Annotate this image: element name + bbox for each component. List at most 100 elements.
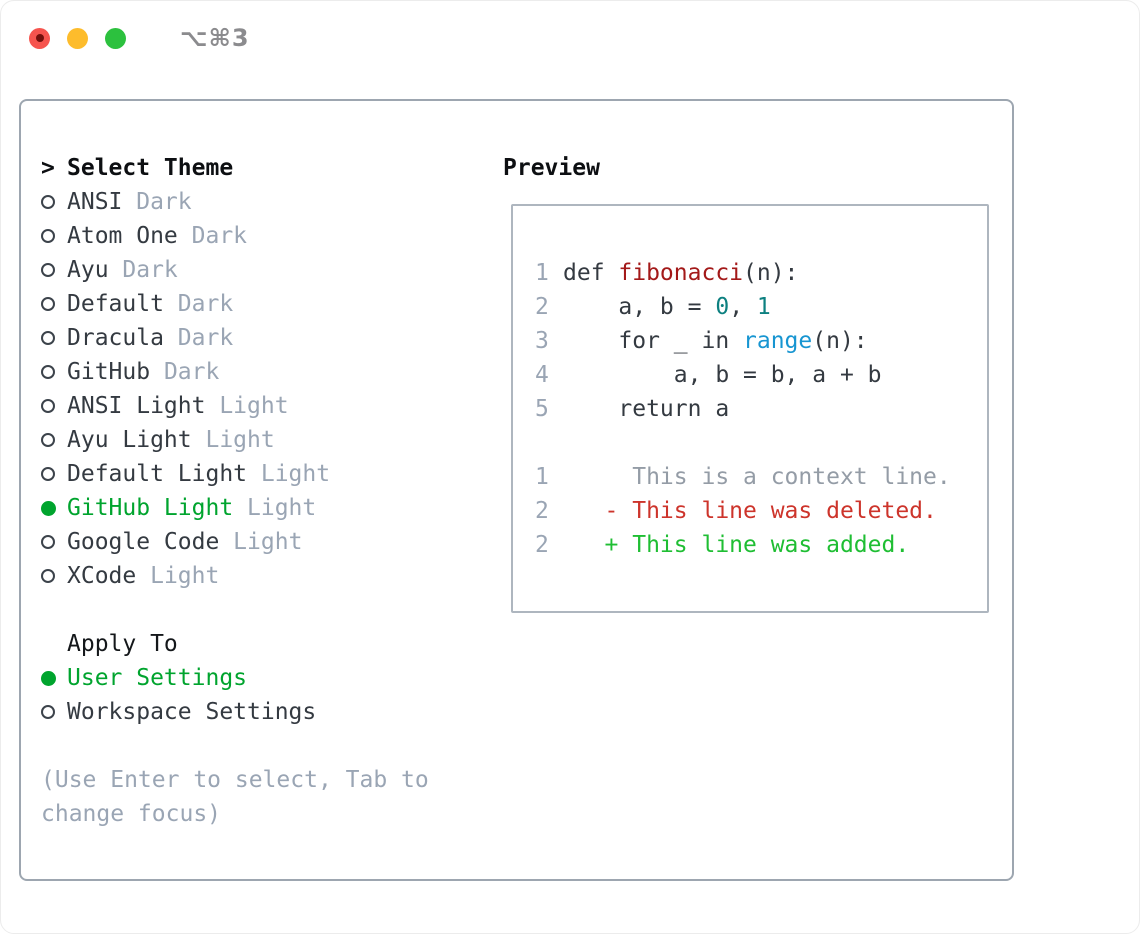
select-theme-heading: > Select Theme bbox=[41, 151, 503, 185]
theme-name: GitHub bbox=[67, 359, 151, 385]
radio-icon bbox=[41, 569, 55, 583]
hint-text: (Use Enter to select, Tab to change focus… bbox=[41, 763, 503, 831]
theme-variant: Light bbox=[136, 563, 220, 589]
theme-name: Dracula bbox=[67, 325, 164, 351]
code-line: 1 This is a context line. bbox=[535, 460, 977, 494]
theme-list-item[interactable]: ANSI Dark bbox=[41, 185, 503, 219]
radio-icon bbox=[41, 263, 55, 277]
theme-name: Atom One bbox=[67, 223, 178, 249]
theme-list-item[interactable]: ANSI Light Light bbox=[41, 389, 503, 423]
zoom-button[interactable] bbox=[105, 27, 126, 49]
apply-to-item[interactable]: User Settings bbox=[41, 661, 503, 695]
line-number: 2 bbox=[535, 498, 549, 524]
theme-variant: Dark bbox=[150, 359, 220, 385]
theme-variant: Dark bbox=[108, 257, 178, 283]
theme-list-item[interactable]: Ayu Dark bbox=[41, 253, 503, 287]
traffic-lights bbox=[29, 27, 126, 49]
theme-list-item[interactable]: Atom One Dark bbox=[41, 219, 503, 253]
theme-variant: Light bbox=[233, 495, 317, 521]
theme-list-item[interactable]: Default Dark bbox=[41, 287, 503, 321]
theme-list-item[interactable]: GitHub Light Light bbox=[41, 491, 503, 525]
theme-variant: Dark bbox=[122, 189, 192, 215]
code-line: 4 a, b = b, a + b bbox=[535, 358, 977, 392]
code-text: return a bbox=[563, 396, 730, 422]
theme-variant: Dark bbox=[177, 223, 248, 249]
titlebar: ⌥⌘3 bbox=[1, 1, 1139, 75]
line-number: 1 bbox=[535, 260, 549, 286]
radio-icon bbox=[41, 365, 55, 379]
line-number: 2 bbox=[535, 294, 549, 320]
radio-icon bbox=[41, 399, 55, 413]
window-title: ⌥⌘3 bbox=[180, 24, 250, 52]
code-text: a, b = 0, 1 bbox=[563, 294, 771, 320]
code-line: 3 for _ in range(n): bbox=[535, 324, 977, 358]
line-number: 4 bbox=[535, 362, 549, 388]
radio-icon bbox=[41, 535, 55, 549]
theme-name: Default bbox=[67, 291, 164, 317]
code-text: def fibonacci(n): bbox=[563, 260, 799, 286]
theme-name: XCode bbox=[67, 563, 137, 589]
theme-variant: Light bbox=[247, 461, 331, 487]
radio-icon bbox=[41, 467, 55, 481]
radio-selected-icon bbox=[41, 500, 56, 516]
code-line: 2 + This line was added. bbox=[535, 528, 977, 562]
theme-name: Google Code bbox=[67, 529, 220, 555]
spacer bbox=[41, 593, 503, 627]
theme-list-item[interactable]: GitHub Dark bbox=[41, 355, 503, 389]
code-text: - This line was deleted. bbox=[563, 498, 937, 524]
select-theme-label: Select Theme bbox=[67, 155, 234, 181]
theme-list-item[interactable]: XCode Light bbox=[41, 559, 503, 593]
theme-variant: Light bbox=[219, 529, 303, 555]
theme-variant: Dark bbox=[163, 291, 234, 317]
apply-to-name: User Settings bbox=[67, 665, 248, 691]
prompt-caret-icon: > bbox=[41, 155, 55, 181]
theme-list-item[interactable]: Google Code Light bbox=[41, 525, 503, 559]
theme-name: GitHub Light bbox=[67, 495, 234, 521]
code-line: 2 a, b = 0, 1 bbox=[535, 290, 977, 324]
apply-to-item[interactable]: Workspace Settings bbox=[41, 695, 503, 729]
theme-name: Ayu Light bbox=[67, 427, 192, 453]
close-button[interactable] bbox=[29, 27, 50, 49]
line-number: 3 bbox=[535, 328, 549, 354]
radio-icon bbox=[41, 433, 55, 447]
line-number: 1 bbox=[535, 464, 549, 490]
radio-icon bbox=[41, 297, 55, 311]
radio-icon bbox=[41, 331, 55, 345]
code-text: a, b = b, a + b bbox=[563, 362, 882, 388]
code-text: for _ in range(n): bbox=[563, 328, 868, 354]
close-dot-icon bbox=[35, 34, 44, 42]
line-number: 2 bbox=[535, 532, 549, 558]
code-text: + This line was added. bbox=[563, 532, 910, 558]
theme-list-item[interactable]: Default Light Light bbox=[41, 457, 503, 491]
theme-variant: Light bbox=[191, 427, 275, 453]
code-text: This is a context line. bbox=[563, 464, 951, 490]
radio-icon bbox=[41, 195, 55, 209]
hint-line: change focus) bbox=[41, 801, 222, 827]
theme-name: Ayu bbox=[67, 257, 109, 283]
line-number: 5 bbox=[535, 396, 549, 422]
theme-list-item[interactable]: Ayu Light Light bbox=[41, 423, 503, 457]
radio-icon bbox=[41, 705, 55, 719]
spacer bbox=[41, 729, 503, 763]
code-line: 2 - This line was deleted. bbox=[535, 494, 977, 528]
preview-heading: Preview bbox=[503, 155, 600, 181]
theme-name: ANSI Light bbox=[67, 393, 206, 419]
code-line bbox=[535, 426, 977, 460]
theme-name: Default Light bbox=[67, 461, 248, 487]
theme-name: ANSI bbox=[67, 189, 123, 215]
radio-selected-icon bbox=[41, 670, 56, 686]
line-number bbox=[535, 426, 549, 460]
theme-list-item[interactable]: Dracula Dark bbox=[41, 321, 503, 355]
minimize-button[interactable] bbox=[67, 27, 88, 49]
theme-variant: Light bbox=[205, 393, 289, 419]
code-line: 1 def fibonacci(n): bbox=[535, 256, 977, 290]
apply-to-label: Apply To bbox=[67, 631, 178, 657]
theme-variant: Dark bbox=[163, 325, 234, 351]
hint-line: (Use Enter to select, Tab to bbox=[41, 767, 429, 793]
apply-to-name: Workspace Settings bbox=[67, 699, 317, 725]
